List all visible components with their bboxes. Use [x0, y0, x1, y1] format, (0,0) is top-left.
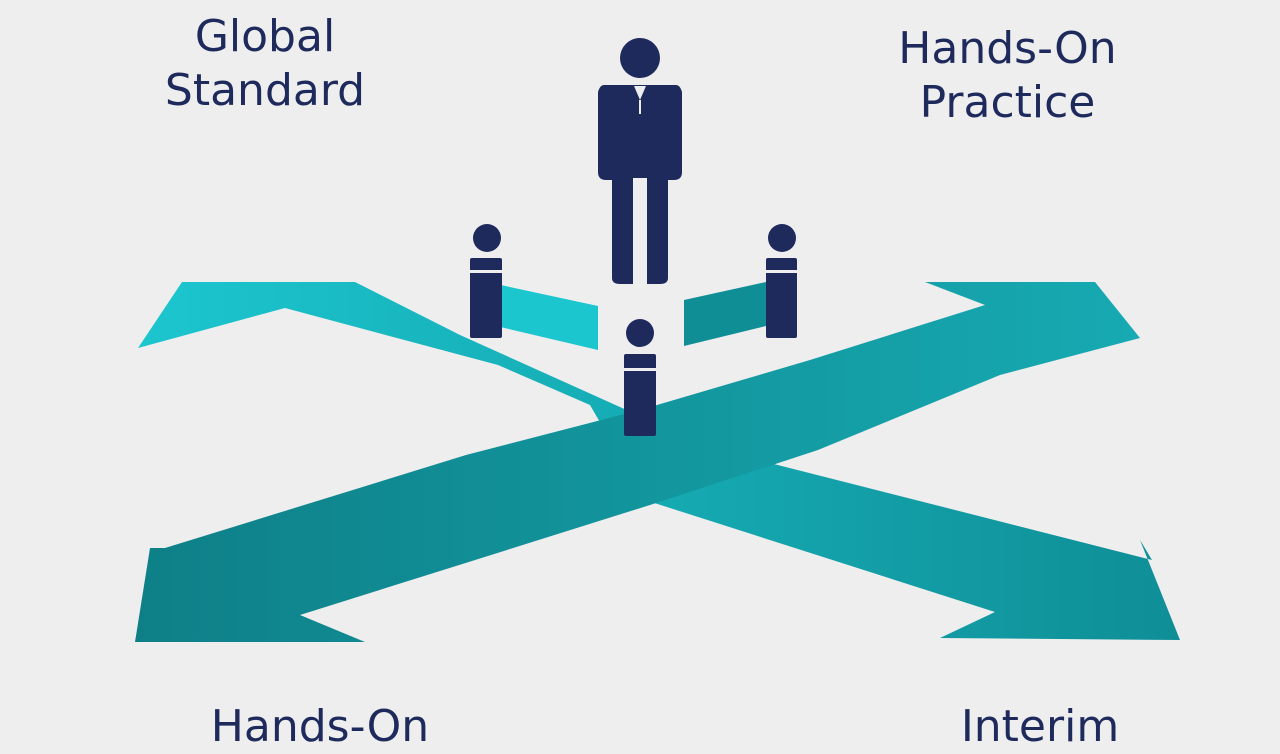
person-center-icon	[624, 319, 656, 436]
label-bottom-right-line1: Interim	[960, 701, 1120, 752]
label-top-left-line1: Global	[194, 11, 336, 62]
label-bottom-left: Hands-On	[120, 700, 520, 754]
label-bottom-right: Interim	[840, 700, 1240, 754]
label-top-right-line2: Practice	[919, 77, 1096, 128]
person-left-icon	[470, 224, 502, 338]
person-right-icon	[766, 224, 797, 338]
label-top-right-line1: Hands-On	[898, 23, 1117, 74]
label-top-left-line2: Standard	[164, 65, 366, 116]
label-top-left: Global Standard	[120, 10, 410, 118]
label-bottom-left-line1: Hands-On	[210, 701, 430, 752]
path-segment-right	[684, 282, 766, 346]
path-segment-left	[496, 284, 598, 350]
label-top-right: Hands-On Practice	[850, 22, 1165, 130]
person-leader-icon	[598, 38, 682, 284]
crossroads-diagram	[135, 38, 1180, 642]
crossroad-arrow-up-right	[135, 282, 1140, 642]
